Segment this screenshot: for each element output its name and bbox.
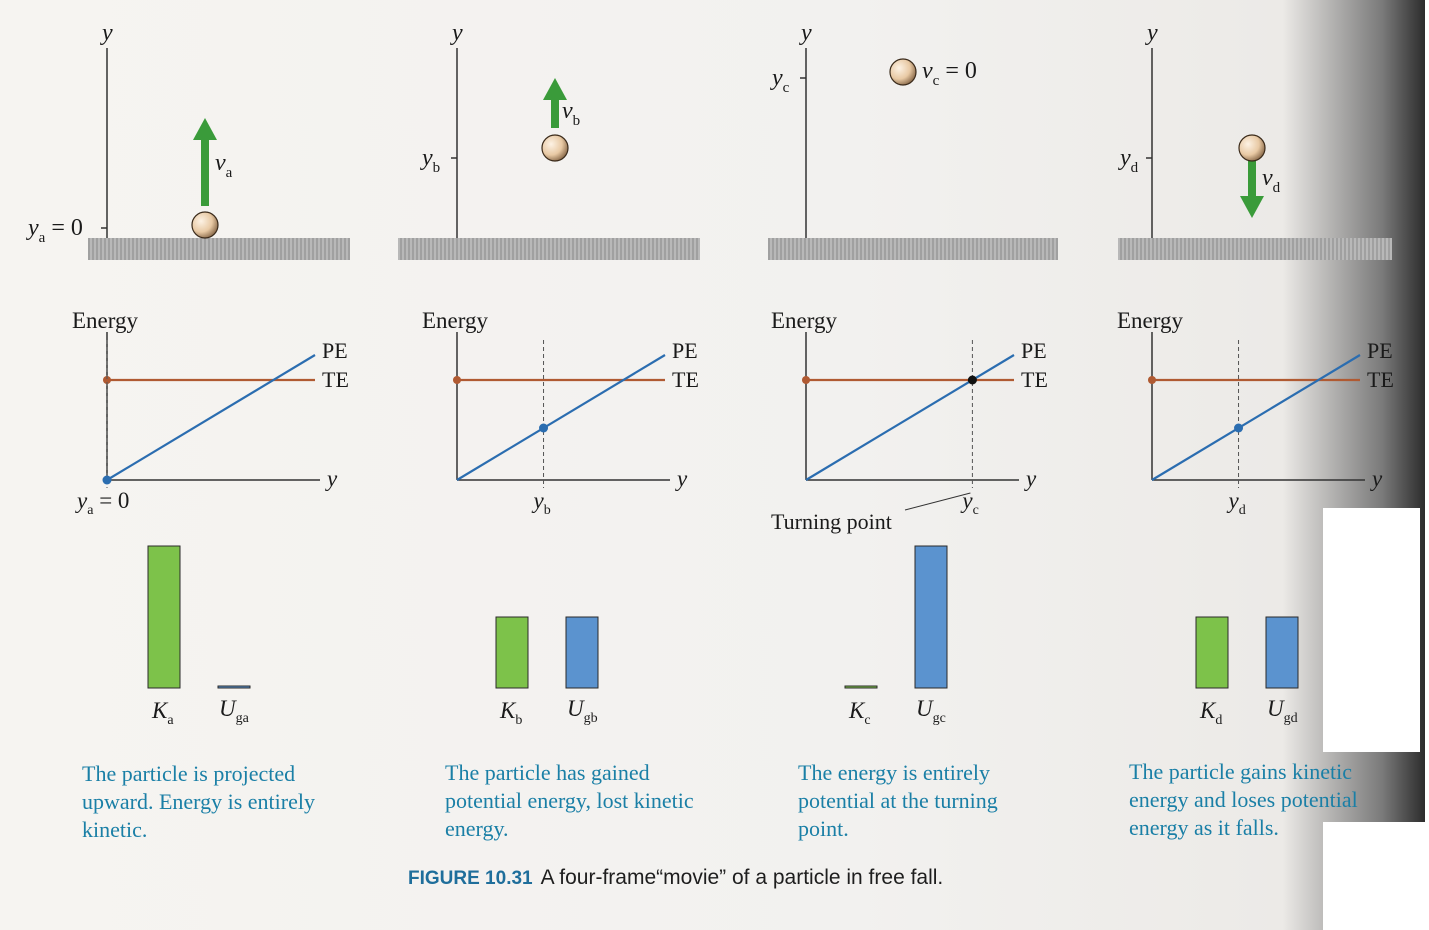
turning-point-label: Turning point: [771, 509, 892, 534]
position-label: yd: [1118, 145, 1139, 176]
pe-label: PE: [1021, 338, 1047, 363]
potential-bar-label: Ugc: [916, 696, 946, 726]
ground: [768, 238, 1058, 260]
energy-axis-label: Energy: [771, 308, 838, 333]
potential-bar: [565, 616, 599, 689]
te-label: TE: [1021, 367, 1048, 392]
velocity-arrow-shaft: [1248, 160, 1256, 198]
position-axis-label: y: [100, 20, 113, 46]
energy-axis-label: Energy: [422, 308, 489, 333]
te-label: TE: [322, 367, 349, 392]
kinetic-bar-label: Kd: [1199, 698, 1222, 728]
te-label: TE: [1367, 367, 1394, 392]
figure-caption-text: A four-frame“movie” of a particle in fre…: [540, 866, 944, 889]
pe-label: PE: [1367, 338, 1393, 363]
figure-label: FIGURE 10.31: [408, 868, 533, 889]
ground: [398, 238, 700, 260]
te-intercept-dot: [103, 376, 111, 384]
position-dot: [102, 475, 112, 485]
kinetic-bar-label: Kc: [848, 698, 871, 728]
position-label: ya = 0: [26, 215, 83, 246]
te-intercept-dot: [802, 376, 810, 384]
ground: [1118, 238, 1392, 260]
turning-pointer: [904, 492, 971, 511]
y-tick-label: yb: [532, 488, 551, 518]
energy-axis-label: Energy: [1117, 308, 1184, 333]
position-axis-label: y: [450, 20, 463, 46]
particle: [889, 58, 917, 86]
kinetic-bar: [147, 545, 181, 689]
velocity-label: vd: [1262, 165, 1281, 196]
position-axis-label: y: [1145, 20, 1158, 46]
velocity-arrow-head: [193, 118, 217, 140]
frame-a-caption: The particle is projected upward. Energy…: [82, 761, 315, 842]
velocity-arrow-head: [1240, 196, 1264, 218]
te-label: TE: [672, 367, 699, 392]
kinetic-bar-label: Kb: [499, 698, 522, 728]
pe-label: PE: [672, 338, 698, 363]
potential-bar: [217, 685, 251, 689]
pe-line: [1151, 354, 1361, 481]
potential-bar-label: Ugb: [567, 696, 598, 726]
frame-c-caption: The energy is entirely potential at the …: [798, 760, 998, 841]
particle: [1238, 134, 1266, 162]
velocity-label: vb: [562, 98, 580, 129]
kinetic-bar-label: Ka: [151, 698, 174, 728]
y-tick-label: ya = 0: [75, 488, 129, 518]
frame-d-caption: The particle gains kinetic energy and lo…: [1129, 759, 1358, 840]
particle: [541, 134, 569, 162]
blank-margin-lower: [1323, 822, 1429, 930]
figure-caption: FIGURE 10.31 A four-frame“movie” of a par…: [408, 866, 943, 890]
kinetic-bar: [1195, 616, 1229, 689]
ground: [88, 238, 350, 260]
position-dot: [539, 423, 549, 433]
energy-axis-label: Energy: [72, 308, 139, 333]
y-axis-label: y: [1370, 466, 1383, 491]
potential-bar: [914, 545, 948, 689]
y-axis-label: y: [1024, 466, 1037, 491]
position-dot: [967, 375, 977, 385]
te-intercept-dot: [1148, 376, 1156, 384]
velocity-arrow-shaft: [551, 98, 559, 128]
te-intercept-dot: [453, 376, 461, 384]
pe-line: [106, 354, 316, 481]
y-tick-label: yd: [1227, 488, 1246, 518]
particle: [191, 211, 219, 239]
potential-bar-label: Ugd: [1267, 696, 1298, 726]
potential-bar: [1265, 616, 1299, 689]
frame-b-caption: The particle has gained potential energy…: [445, 760, 694, 841]
velocity-label: vc = 0: [922, 58, 977, 89]
blank-margin: [1323, 508, 1420, 752]
potential-bar-label: Uga: [219, 696, 250, 726]
velocity-arrow-head: [543, 78, 567, 100]
y-axis-label: y: [325, 466, 338, 491]
velocity-label: va: [215, 150, 233, 181]
position-dot: [1234, 423, 1244, 433]
pe-line: [805, 354, 1015, 481]
pe-label: PE: [322, 338, 348, 363]
kinetic-bar: [495, 616, 529, 689]
y-tick-label: yc: [960, 488, 978, 518]
position-label: yb: [420, 145, 440, 176]
position-label: yc: [770, 65, 790, 96]
y-axis-label: y: [675, 466, 688, 491]
kinetic-bar: [844, 685, 878, 689]
velocity-arrow-shaft: [201, 138, 209, 206]
position-axis-label: y: [799, 20, 812, 46]
pe-line: [456, 354, 666, 481]
